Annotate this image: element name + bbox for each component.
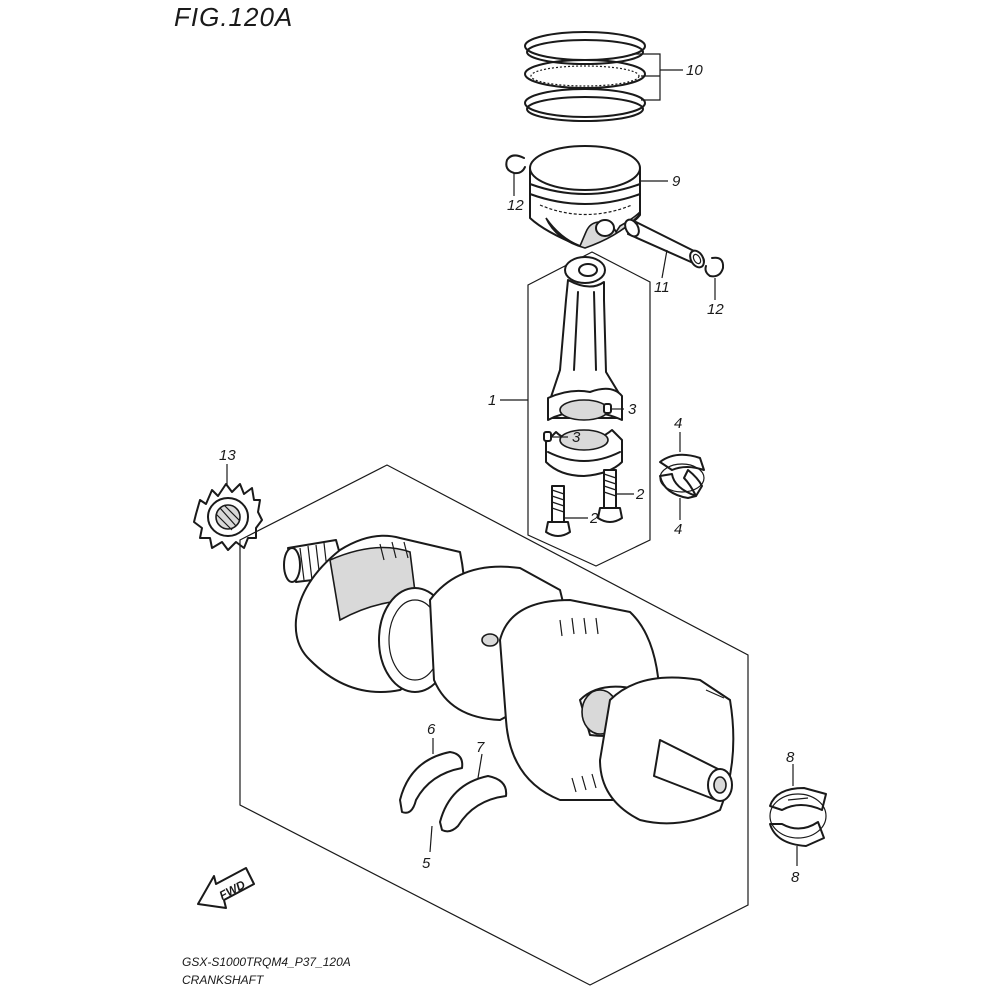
section-name: CRANKSHAFT xyxy=(182,973,265,987)
piston-rings-part[interactable]: 10 xyxy=(524,31,703,122)
thrust-washer-icon xyxy=(399,751,464,814)
forward-direction-indicator: FWD xyxy=(197,867,255,909)
bolt-right-part[interactable]: 2 xyxy=(597,469,645,523)
dowel-pin-icon xyxy=(543,431,552,442)
callout-8a: 8 xyxy=(786,749,795,766)
callout-10: 10 xyxy=(686,62,703,79)
crankshaft-part[interactable]: 5 xyxy=(283,534,735,872)
main-bearing-part[interactable]: 8 8 xyxy=(769,749,827,886)
thrust-washer-icon xyxy=(439,775,508,833)
callout-6: 6 xyxy=(427,721,436,738)
piston-pin-icon xyxy=(624,218,705,269)
connecting-rod-icon xyxy=(545,256,623,477)
gear-icon xyxy=(193,483,263,551)
bolt-icon xyxy=(597,469,623,523)
crankshaft-icon xyxy=(283,534,735,825)
circlip-icon xyxy=(505,154,526,175)
circlip-left-part[interactable]: 12 xyxy=(505,154,526,214)
callout-5: 5 xyxy=(422,855,431,872)
callout-13: 13 xyxy=(219,447,236,464)
piston-pin-part[interactable]: 11 xyxy=(622,217,706,296)
callout-12b: 12 xyxy=(707,301,724,318)
bolt-left-part[interactable]: 2 xyxy=(545,485,599,537)
callout-7: 7 xyxy=(476,739,485,756)
connecting-rod-part[interactable]: 1 xyxy=(488,256,623,477)
bearing-shell-icon xyxy=(659,453,705,499)
callout-4b: 4 xyxy=(674,521,682,538)
callout-12a: 12 xyxy=(507,197,524,214)
callout-2a: 2 xyxy=(635,486,645,503)
dowel-pin-lower-part[interactable]: 3 xyxy=(543,429,581,446)
fwd-arrow-icon xyxy=(197,867,255,909)
callout-3a: 3 xyxy=(628,401,637,418)
piston-part[interactable]: 9 xyxy=(529,145,681,249)
connecting-rod-group xyxy=(527,251,651,567)
figure-title: FIG.120A xyxy=(174,2,293,32)
thrust-washer-6-part[interactable]: 6 xyxy=(399,721,464,814)
crank-gear-part[interactable]: 13 xyxy=(193,447,263,551)
callout-11: 11 xyxy=(654,279,670,296)
callout-1: 1 xyxy=(488,392,496,409)
bolt-icon xyxy=(545,485,571,537)
model-code: GSX-S1000TRQM4_P37_120A xyxy=(182,955,351,969)
thrust-washer-7-part[interactable]: 7 xyxy=(439,739,508,833)
conrod-bearing-part[interactable]: 4 4 xyxy=(659,415,705,538)
piston-ring-set-icon xyxy=(524,31,646,122)
callout-8b: 8 xyxy=(791,869,800,886)
callout-4a: 4 xyxy=(674,415,682,432)
piston-icon xyxy=(529,145,641,249)
callout-3b: 3 xyxy=(572,429,581,446)
dowel-pin-upper-part[interactable]: 3 xyxy=(603,401,637,418)
bearing-shell-icon xyxy=(769,787,827,847)
callout-2b: 2 xyxy=(589,510,599,527)
circlip-icon xyxy=(704,256,725,278)
circlip-right-part[interactable]: 12 xyxy=(704,256,725,318)
dowel-pin-icon xyxy=(603,403,612,414)
callout-9: 9 xyxy=(672,173,681,190)
crankshaft-group xyxy=(239,464,749,986)
